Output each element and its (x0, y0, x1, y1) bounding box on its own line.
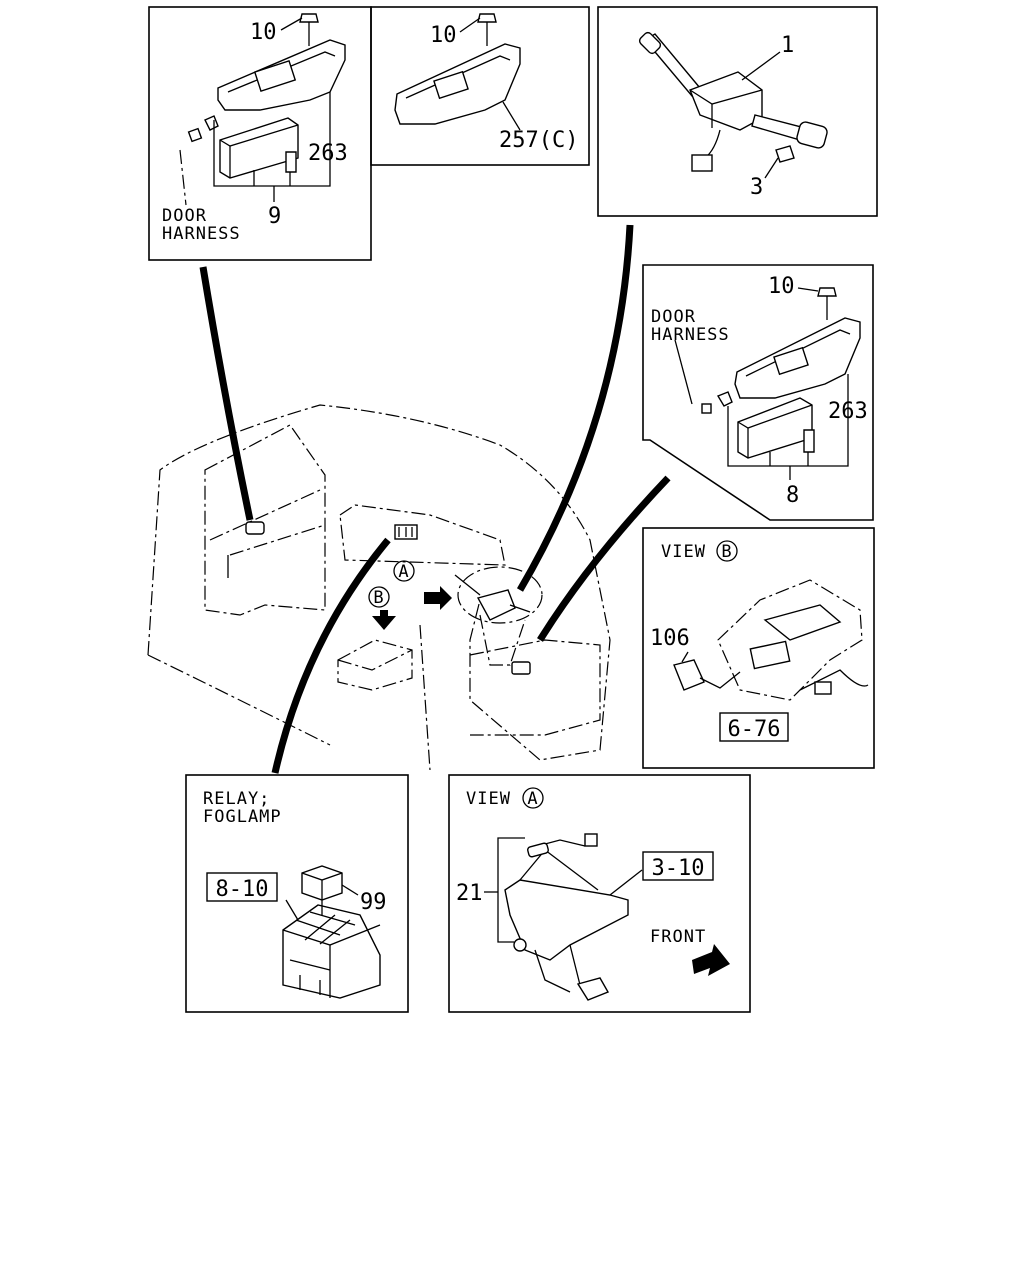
main-right-switch-icon (511, 661, 531, 675)
label-switch-106: 106 (650, 626, 690, 651)
screw-icon (477, 13, 497, 23)
screw-icon (299, 13, 319, 23)
connector-icon (691, 154, 713, 172)
marker-b: B (373, 588, 384, 608)
screw-small-icon (803, 429, 815, 453)
nut-icon (513, 938, 527, 952)
view-a-marker: A (527, 789, 538, 809)
ref-box-3-10 (642, 851, 714, 881)
caption-door: DOOR (651, 307, 696, 327)
caption-harness: HARNESS (651, 325, 730, 345)
marker-a-circle (393, 560, 415, 582)
caption-relay: RELAY; (203, 789, 270, 809)
screw-icon (817, 287, 837, 297)
leader-driver-switch (199, 266, 254, 521)
connector-icon (584, 833, 598, 847)
label-ref-3-10: 3-10 (652, 856, 705, 881)
caption-foglamp: FOGLAMP (203, 807, 282, 827)
label-switch-9: 9 (268, 204, 281, 229)
ref-box-8-10 (206, 872, 278, 902)
panel-view-a: VIEW A 21 3-10 FRONT (448, 774, 751, 1013)
view-a-title: VIEW (466, 789, 511, 809)
panel-passenger-window-switch: 10 263 8 DOOR HARNESS (642, 264, 874, 521)
view-b-marker: B (721, 542, 732, 562)
caption-door: DOOR (162, 206, 207, 226)
view-b-circle (716, 540, 738, 562)
front-arrow-icon (692, 944, 730, 976)
main-column-switch-icon (476, 589, 516, 621)
label-ref-8-10: 8-10 (216, 877, 269, 902)
leader-lines (199, 224, 671, 774)
panel-combination-switch: 1 3 (597, 6, 878, 217)
label-bracket-263: 263 (828, 399, 868, 424)
console-icon (717, 579, 863, 701)
marker-b-circle (368, 586, 390, 608)
leader-relay (271, 537, 391, 774)
leader-combination-switch (516, 224, 634, 592)
caption-harness: HARNESS (162, 224, 241, 244)
connector-icon (187, 127, 203, 143)
relay-block-icon (282, 904, 381, 999)
main-interior-view: A B (147, 404, 611, 771)
label-switch-257c: 257(C) (499, 128, 578, 153)
label-screw-10: 10 (768, 274, 795, 299)
label-switch-21: 21 (456, 881, 483, 906)
panel-view-b: VIEW B 106 6-76 (642, 527, 875, 769)
panel-rear-window-switch: 10 257(C) (370, 6, 590, 166)
stop-switch-icon (527, 842, 549, 858)
label-bracket-263: 263 (308, 141, 348, 166)
clip-icon (716, 391, 733, 407)
arrow-view-a-icon (424, 586, 452, 610)
switch-106-icon (673, 659, 705, 691)
label-ref-6-76: 6-76 (728, 717, 781, 742)
label-relay-99: 99 (360, 890, 387, 915)
pedal-bracket-icon (504, 879, 629, 961)
leader-passenger-switch (537, 475, 671, 642)
arrow-view-b-icon (372, 610, 396, 630)
panel-relay-foglamp: RELAY; FOGLAMP 8-10 99 (185, 774, 409, 1013)
pedal-pad-icon (576, 977, 610, 1001)
panel-driver-window-switch: 10 263 9 DOOR HARNESS (148, 6, 372, 261)
label-switch-1: 1 (781, 33, 794, 58)
marker-a: A (398, 562, 409, 582)
label-screw-10: 10 (250, 20, 277, 45)
switch-panel-icon (749, 640, 791, 670)
view-b-title: VIEW (661, 542, 706, 562)
label-screw-3: 3 (750, 175, 763, 200)
ref-box-6-76 (719, 712, 789, 742)
main-left-switch-icon (245, 521, 265, 535)
label-screw-10: 10 (430, 23, 457, 48)
label-front: FRONT (650, 927, 706, 947)
switch-unit-icon (219, 117, 299, 179)
view-a-circle (522, 787, 544, 809)
clip-icon (204, 115, 219, 131)
connector-icon (701, 403, 712, 414)
label-switch-8: 8 (786, 483, 799, 508)
combination-switch-body-icon (689, 71, 763, 131)
screw-small-icon (285, 151, 297, 173)
screw-icon (775, 145, 795, 163)
